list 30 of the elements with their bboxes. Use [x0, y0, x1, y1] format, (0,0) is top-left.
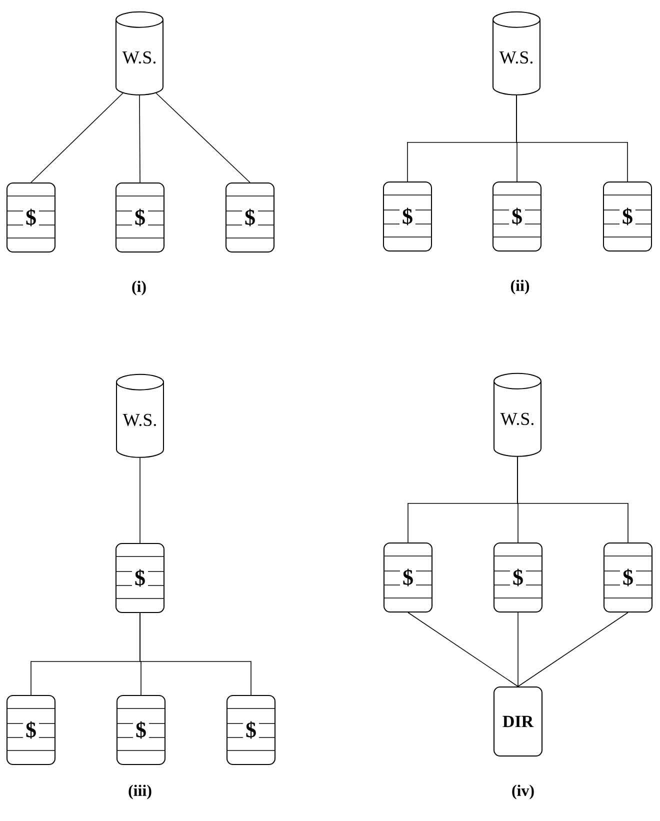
- cache-box: $: [226, 182, 274, 252]
- connector-line: [408, 612, 518, 687]
- cache-box: $: [383, 182, 432, 252]
- connector-line: [139, 95, 140, 183]
- cylinder: W.S.: [492, 11, 540, 96]
- connector-line: [30, 92, 124, 183]
- cache-box: $: [6, 182, 56, 252]
- connector-line: [516, 95, 628, 182]
- cache-box: $: [226, 695, 276, 765]
- panel-label: (iv): [512, 784, 534, 800]
- cache-box: $: [603, 182, 652, 252]
- cache-box: $: [116, 543, 164, 613]
- cylinder: W.S.: [116, 374, 164, 458]
- cylinder: W.S.: [494, 372, 542, 457]
- connector-line: [518, 612, 628, 687]
- cache-box: $: [494, 542, 542, 612]
- connector-line: [156, 92, 250, 183]
- cache-box: $: [384, 542, 432, 612]
- panel-label: (iii): [128, 784, 152, 800]
- cache-box: $: [604, 542, 652, 612]
- panel-label: (ii): [510, 280, 530, 294]
- cylinder: W.S.: [116, 11, 164, 96]
- cache-box: $: [6, 695, 56, 765]
- cache-box: $: [116, 695, 166, 765]
- rounded-box: DIR: [494, 686, 542, 756]
- panel-label: (i): [132, 280, 146, 296]
- cache-box: $: [492, 182, 542, 252]
- cache-box: $: [116, 182, 164, 252]
- connector-line: [517, 456, 628, 543]
- connector-line: [140, 612, 252, 696]
